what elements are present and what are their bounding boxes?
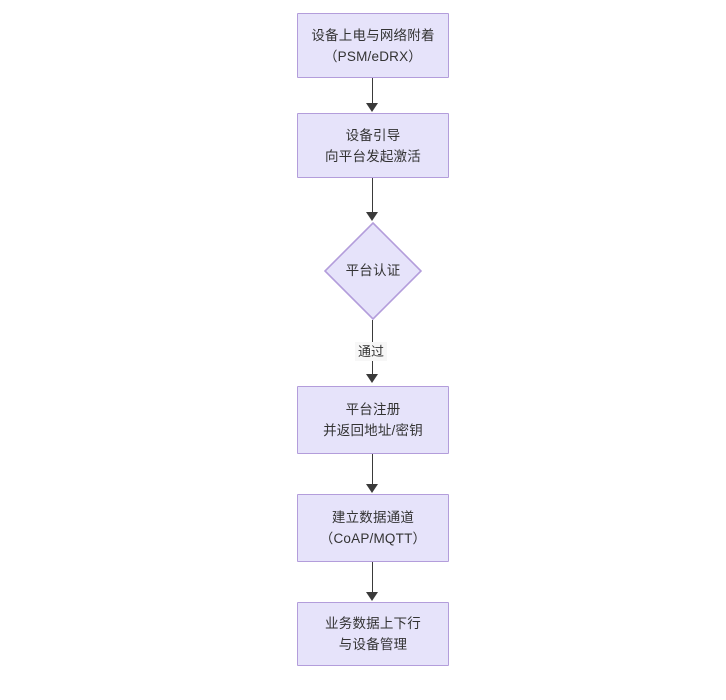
flow-arrowhead-2 (366, 212, 378, 221)
flow-node-power-on[interactable]: 设备上电与网络附着 （PSM/eDRX） (297, 13, 449, 78)
flow-node-data-channel-line-1: 建立数据通道 (331, 510, 415, 525)
flow-node-data-channel[interactable]: 建立数据通道 （CoAP/MQTT） (297, 494, 449, 562)
flow-node-platform-auth-label: 平台认证 (345, 263, 401, 278)
flow-node-platform-register-line-1: 平台注册 (345, 402, 401, 417)
flow-node-bootstrap-line-1: 设备引导 (345, 127, 401, 143)
flow-arrowhead-4 (366, 484, 378, 493)
flow-node-business-data[interactable]: 业务数据上下行 与设备管理 (297, 602, 449, 666)
flow-edge-label-pass: 通过 (355, 342, 388, 361)
flow-arrowhead-3 (366, 374, 378, 383)
flow-node-business-data-line-1: 业务数据上下行 (325, 616, 421, 631)
flow-node-power-on-line-2: （PSM/eDRX） (323, 48, 423, 64)
flow-connector-4 (372, 454, 373, 486)
flow-node-data-channel-line-2: （CoAP/MQTT） (319, 531, 427, 546)
flow-connector-2 (372, 178, 373, 214)
flow-node-platform-register-line-2: 并返回地址/密钥 (323, 423, 423, 438)
flow-node-platform-auth[interactable]: 平台认证 (324, 222, 422, 320)
flow-node-business-data-line-2: 与设备管理 (338, 637, 408, 652)
flow-arrowhead-1 (366, 103, 378, 112)
flow-arrowhead-5 (366, 592, 378, 601)
flow-node-platform-register[interactable]: 平台注册 并返回地址/密钥 (297, 386, 449, 454)
flow-node-bootstrap-line-2: 向平台发起激活 (325, 148, 421, 164)
flow-node-power-on-line-1: 设备上电与网络附着 (311, 27, 435, 43)
flow-connector-5 (372, 562, 373, 594)
flow-node-bootstrap[interactable]: 设备引导 向平台发起激活 (297, 113, 449, 178)
diamond-icon (324, 222, 422, 320)
flow-connector-1 (372, 78, 373, 105)
